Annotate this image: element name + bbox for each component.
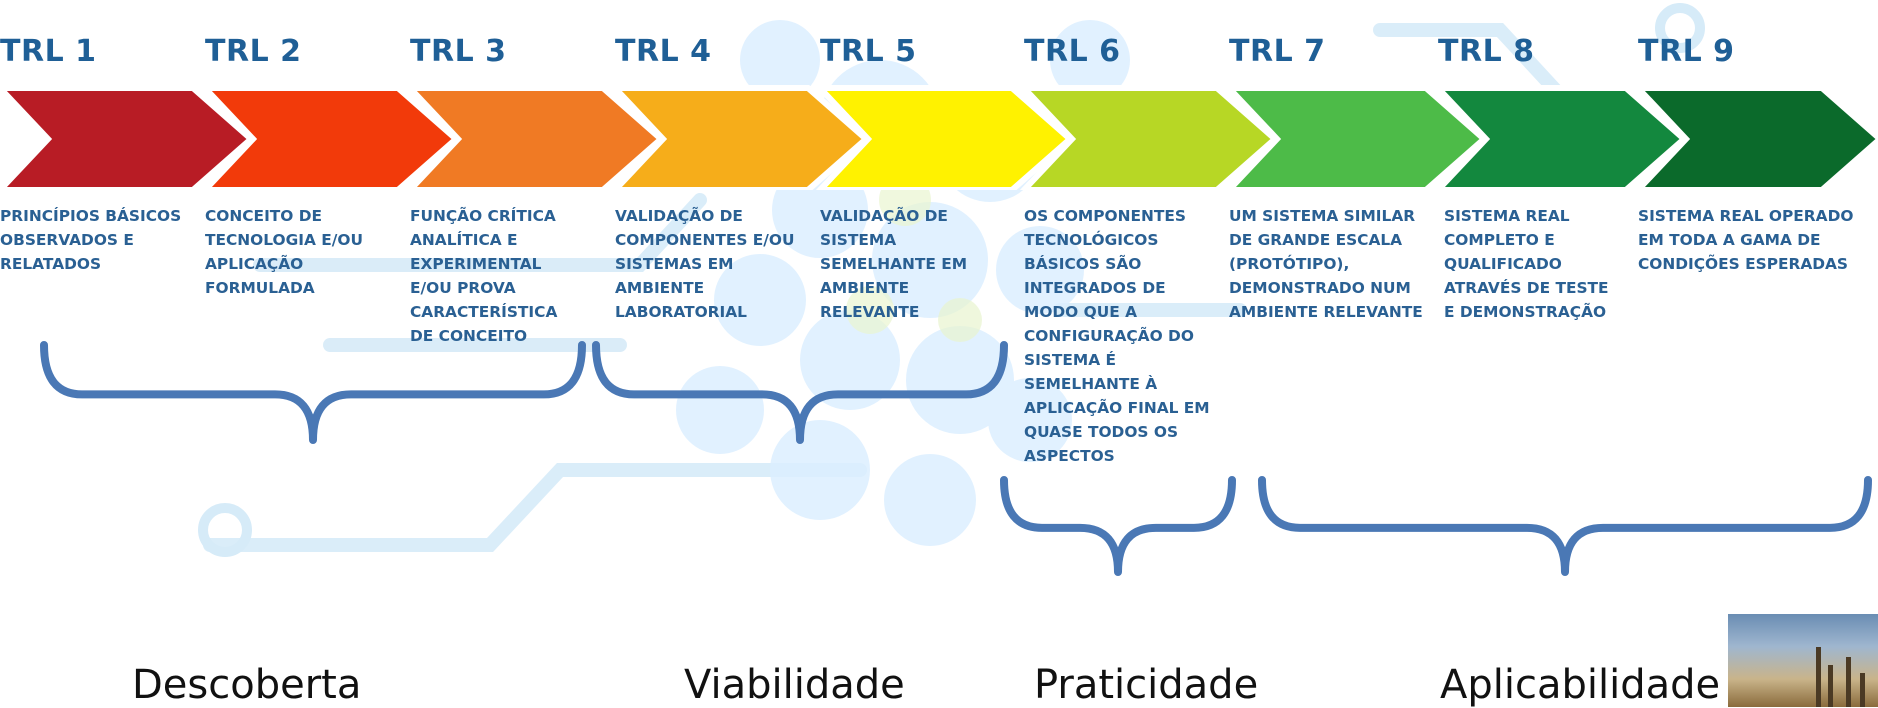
- trl-description: FUNÇÃO CRÍTICA ANALÍTICA E EXPERIMENTAL …: [410, 207, 558, 345]
- trl-chevron: [813, 85, 1075, 190]
- phase-label-viabilidade: Viabilidade: [684, 662, 905, 708]
- trl-description: VALIDAÇÃO DE COMPONENTES E/OU SISTEMAS E…: [615, 207, 795, 321]
- trl-label: TRL 3: [410, 34, 507, 69]
- phase-brace: [592, 341, 1008, 444]
- trl-label: TRL 9: [1638, 34, 1735, 69]
- trl-label: TRL 2: [205, 34, 302, 69]
- refinery-photo-thumbnail: [1728, 614, 1878, 707]
- trl-label: TRL 1: [0, 34, 97, 69]
- trl-description: VALIDAÇÃO DE SISTEMA SEMELHANTE EM AMBIE…: [820, 207, 968, 321]
- trl-chevron: [1631, 85, 1878, 190]
- trl-label: TRL 6: [1024, 34, 1121, 69]
- trl-chevron: [1222, 85, 1489, 190]
- chevron-row: [0, 85, 1878, 190]
- phase-label-praticidade: Praticidade: [1034, 662, 1259, 708]
- trl-label: TRL 8: [1438, 34, 1535, 69]
- trl-chevron: [198, 85, 461, 190]
- trl-chevron: [608, 85, 871, 190]
- phase-brace: [1258, 476, 1872, 576]
- trl-description: CONCEITO DE TECNOLOGIA E/OU APLICAÇÃO FO…: [205, 207, 363, 297]
- trl-description: SISTEMA REAL COMPLETO E QUALIFICADO ATRA…: [1444, 207, 1609, 321]
- trl-chevron: [403, 85, 666, 190]
- phase-brace: [40, 341, 586, 444]
- phase-label-descoberta: Descoberta: [132, 662, 362, 708]
- trl-description: UM SISTEMA SIMILAR DE GRANDE ESCALA (PRO…: [1229, 207, 1423, 321]
- trl-description: SISTEMA REAL OPERADO EM TODA A GAMA DE C…: [1638, 207, 1854, 273]
- phase-label-aplicabilidade: Aplicabilidade: [1440, 662, 1721, 708]
- trl-description: PRINCÍPIOS BÁSICOS OBSERVADOS E RELATADO…: [0, 207, 182, 273]
- trl-chevron: [1017, 85, 1280, 190]
- trl-label: TRL 5: [820, 34, 917, 69]
- trl-chevron: [0, 85, 256, 190]
- trl-description: OS COMPONENTES TECNOLÓGICOS BÁSICOS SÃO …: [1024, 207, 1210, 465]
- phase-brace: [1000, 476, 1236, 576]
- trl-label: TRL 7: [1229, 34, 1326, 69]
- trl-chevron: [1431, 85, 1689, 190]
- trl-label: TRL 4: [615, 34, 712, 69]
